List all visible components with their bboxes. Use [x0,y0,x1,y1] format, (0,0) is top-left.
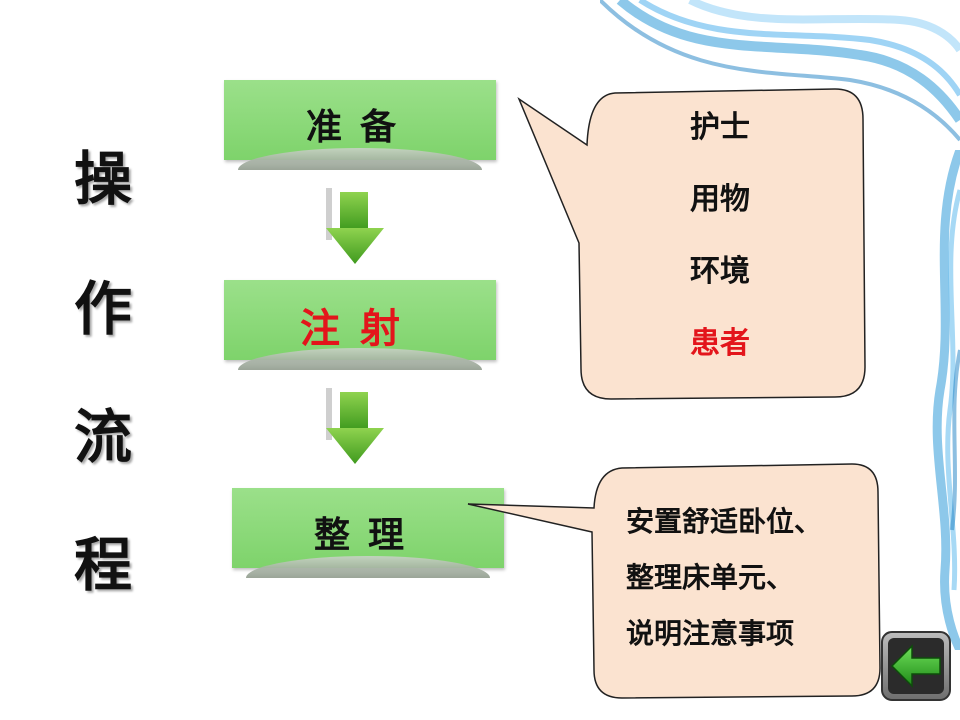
down-arrow-icon [326,388,384,464]
step-shadow [238,148,482,170]
finish-callout-bubble [467,463,881,699]
prepare-item: 用物 [690,182,750,217]
step-label: 注射 [300,306,420,352]
step-shadow [246,556,490,578]
step-label: 准备 [305,107,414,148]
down-arrow-icon [326,188,384,264]
finish-line: 安置舒适卧位、 [626,505,823,538]
step-inject: 注射 [224,280,496,370]
finish-line: 说明注意事项 [626,617,795,650]
title-char: 程 [73,531,132,599]
step-prepare: 准备 [224,80,496,170]
prepare-item: 环境 [690,254,750,289]
wave-decoration-right [932,150,960,650]
prepare-list: 护士 用物 环境 患者 [620,92,820,380]
back-button[interactable] [880,630,952,702]
title-char: 操 [73,145,132,213]
wave-decoration-top [600,0,960,142]
title-char: 作 [73,275,132,343]
step-label: 整理 [313,515,422,556]
step-shadow [238,348,482,370]
finish-line: 整理床单元、 [626,561,795,594]
back-arrow-icon [881,631,951,701]
prepare-callout-bubble [517,88,866,400]
step-tidy: 整理 [232,488,504,578]
title-char: 流 [73,403,132,471]
prepare-item-highlight: 患者 [690,326,750,361]
prepare-item: 护士 [690,110,750,145]
finish-note: 安置舒适卧位、 整理床单元、 说明注意事项 [626,494,876,662]
